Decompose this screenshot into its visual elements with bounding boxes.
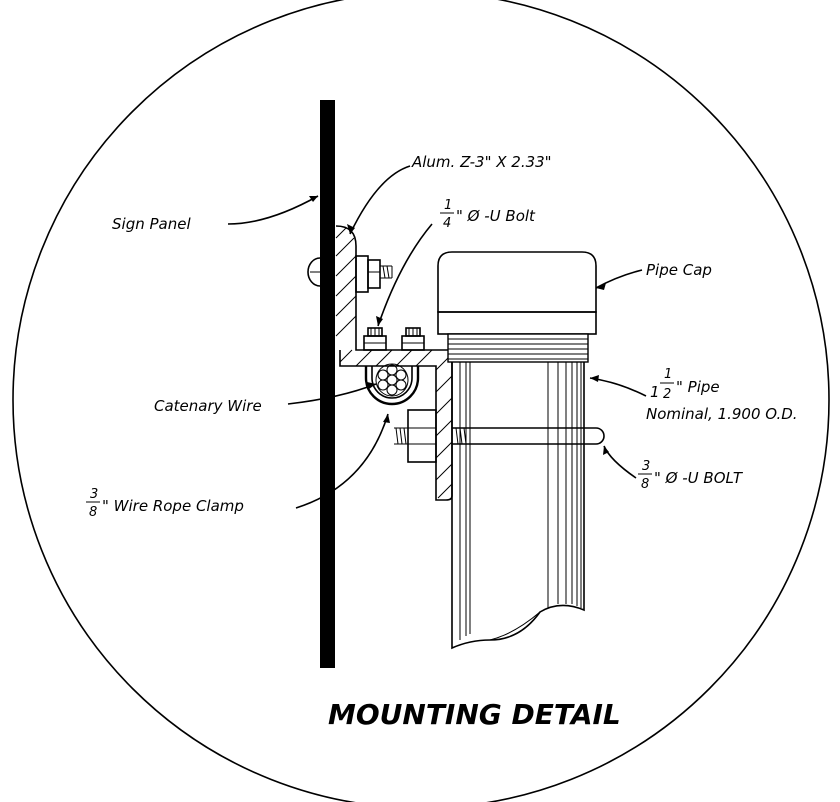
z-bar-hatch [335,227,453,499]
svg-text:3: 3 [642,459,650,474]
label-catenary-wire: Catenary Wire [154,397,262,415]
leader-quarter-ubolt [377,223,433,327]
label-three-eighths-ubolt: 3 8 " Ø -U BOLT [638,459,744,492]
label-pipe-cap: Pipe Cap [646,261,712,279]
wire-rope-clamp [364,366,420,406]
leader-alum-z [349,165,411,235]
pipe-cap-rim [437,311,597,335]
svg-text:4: 4 [443,216,451,231]
leader-sign-panel [227,195,319,225]
svg-text:1: 1 [664,367,672,382]
panel-bolt-head [307,257,321,287]
label-wire-rope-clamp: 3 8 " Wire Rope Clamp [86,487,244,520]
pipe-shading [459,362,582,641]
pipe-body [451,362,585,650]
label-sign-panel: Sign Panel [112,215,191,233]
svg-text:" Wire Rope Clamp: " Wire Rope Clamp [102,497,244,515]
svg-text:2: 2 [663,387,671,402]
leader-pipe [589,377,647,397]
svg-text:3: 3 [90,487,98,502]
leader-pipe-cap [595,269,643,289]
pipe-cap [437,251,597,313]
label-quarter-ubolt: 1 4 " Ø -U Bolt [440,198,536,231]
panel-z-bolt [355,255,393,293]
label-pipe: 1 1 2 " Pipe Nominal, 1.900 O.D. [646,367,798,423]
diagram-title: MOUNTING DETAIL [328,698,621,731]
svg-text:" Pipe: " Pipe [676,378,720,396]
pipe-threads [447,333,589,363]
leader-three-eighths-ubolt [603,445,637,479]
svg-text:8: 8 [641,477,649,492]
leader-wire-rope [295,413,389,509]
svg-text:1: 1 [444,198,452,213]
label-alum-z: Alum. Z-3" X 2.33" [411,153,552,171]
svg-text:" Ø -U Bolt: " Ø -U Bolt [456,207,536,225]
z-bar [335,225,453,501]
three-eighths-ubolt-nut [394,409,437,463]
three-eighths-ubolt [452,427,605,445]
svg-text:1: 1 [650,383,660,401]
quarter-ubolt-nut-right [401,327,425,351]
catenary-wire [375,363,409,397]
svg-text:8: 8 [89,505,97,520]
svg-text:" Ø -U BOLT: " Ø -U BOLT [654,469,744,487]
svg-text:Nominal, 1.900 O.D.: Nominal, 1.900 O.D. [646,405,798,423]
quarter-ubolt-nut-left [363,327,387,351]
leader-lines [227,165,647,509]
detail-circle [12,0,830,802]
sign-panel [320,100,335,668]
